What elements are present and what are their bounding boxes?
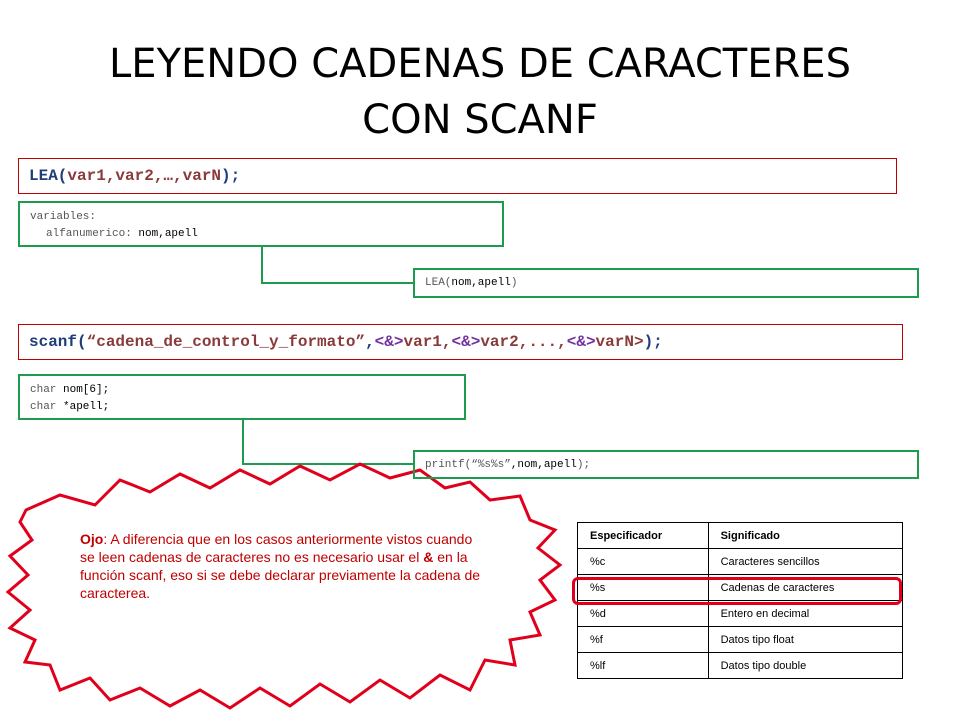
scanf-amp-2: <&>	[451, 333, 481, 351]
printf-call-box: printf(“%s%s”,nom,apell);	[413, 450, 919, 479]
scanf-amp-3: <&>	[566, 333, 596, 351]
table-header-row: Especificador Significado	[577, 522, 904, 549]
connector-lea	[261, 247, 413, 284]
title-line-1: LEYENDO CADENAS DE CARACTERES	[109, 41, 851, 87]
lea-call-box: LEA(nom,apell)	[413, 268, 919, 298]
highlight-row-outline	[572, 577, 902, 605]
note-bold: Ojo	[80, 531, 104, 547]
printf-keyword: printf(	[425, 459, 472, 471]
table-cell: Datos tipo float	[707, 626, 904, 653]
variables-line-2: alfanumerico: nom,apell	[30, 226, 502, 243]
scanf-var-2: var2,...,	[480, 333, 567, 351]
scanf-var-1: var1,	[403, 333, 452, 351]
lea-call-end: )	[510, 277, 518, 289]
scanf-end: );	[643, 333, 663, 351]
table-header: Especificador	[577, 522, 709, 549]
note-text-2: en la función scanf, eso si se debe decl…	[80, 549, 481, 601]
printf-args: ,nom,apell	[510, 459, 577, 471]
scanf-amp-1: <&>	[374, 333, 404, 351]
lea-syntax-box: LEA(var1,var2,…,varN);	[18, 158, 897, 194]
char-line-1: char nom[6];	[30, 382, 464, 399]
note-ampersand: &	[423, 549, 434, 565]
scanf-format: “cadena_de_control_y_formato”	[86, 333, 366, 351]
char-declaration-box: char nom[6]; char *apell;	[18, 374, 466, 420]
note-text-1: : A diferencia que en los casos anterior…	[80, 531, 473, 565]
lea-keyword: LEA(	[29, 167, 68, 185]
slide-title: LEYENDO CADENAS DE CARACTERES CON SCANF	[0, 36, 960, 148]
alfanumerico-keyword: alfanumerico:	[46, 228, 132, 240]
char-decl-2: *apell;	[56, 401, 110, 413]
char-keyword-2: char	[30, 401, 57, 413]
char-line-2: char *apell;	[30, 399, 464, 416]
table-cell: %f	[577, 626, 709, 653]
lea-call-args: nom,apell	[451, 277, 511, 289]
warning-note: Ojo: A diferencia que en los casos anter…	[80, 530, 490, 602]
char-keyword-1: char	[30, 384, 57, 396]
printf-format: “%s%s”	[471, 459, 511, 471]
table-cell: %lf	[577, 652, 709, 679]
table-cell: Datos tipo double	[707, 652, 904, 679]
alfanumerico-values: nom,apell	[131, 228, 198, 240]
table-header: Significado	[707, 522, 904, 549]
table-cell: %c	[577, 548, 709, 575]
starburst-callout	[5, 462, 563, 710]
char-decl-1: nom[6];	[56, 384, 110, 396]
scanf-keyword: scanf(	[29, 333, 87, 351]
variables-box: variables: alfanumerico: nom,apell	[18, 201, 504, 247]
variables-line-1: variables:	[30, 211, 97, 223]
scanf-comma: ,	[365, 333, 375, 351]
lea-end: );	[221, 167, 241, 185]
scanf-var-n: varN>	[595, 333, 644, 351]
scanf-syntax-box: scanf(“cadena_de_control_y_formato”,<&>v…	[18, 324, 903, 360]
connector-printf	[242, 420, 413, 465]
lea-vars: var1,var2,…,varN	[67, 167, 222, 185]
printf-end: );	[576, 459, 591, 471]
title-line-2: CON SCANF	[362, 97, 598, 143]
lea-call-keyword: LEA(	[425, 277, 452, 289]
table-cell: Caracteres sencillos	[707, 548, 904, 575]
